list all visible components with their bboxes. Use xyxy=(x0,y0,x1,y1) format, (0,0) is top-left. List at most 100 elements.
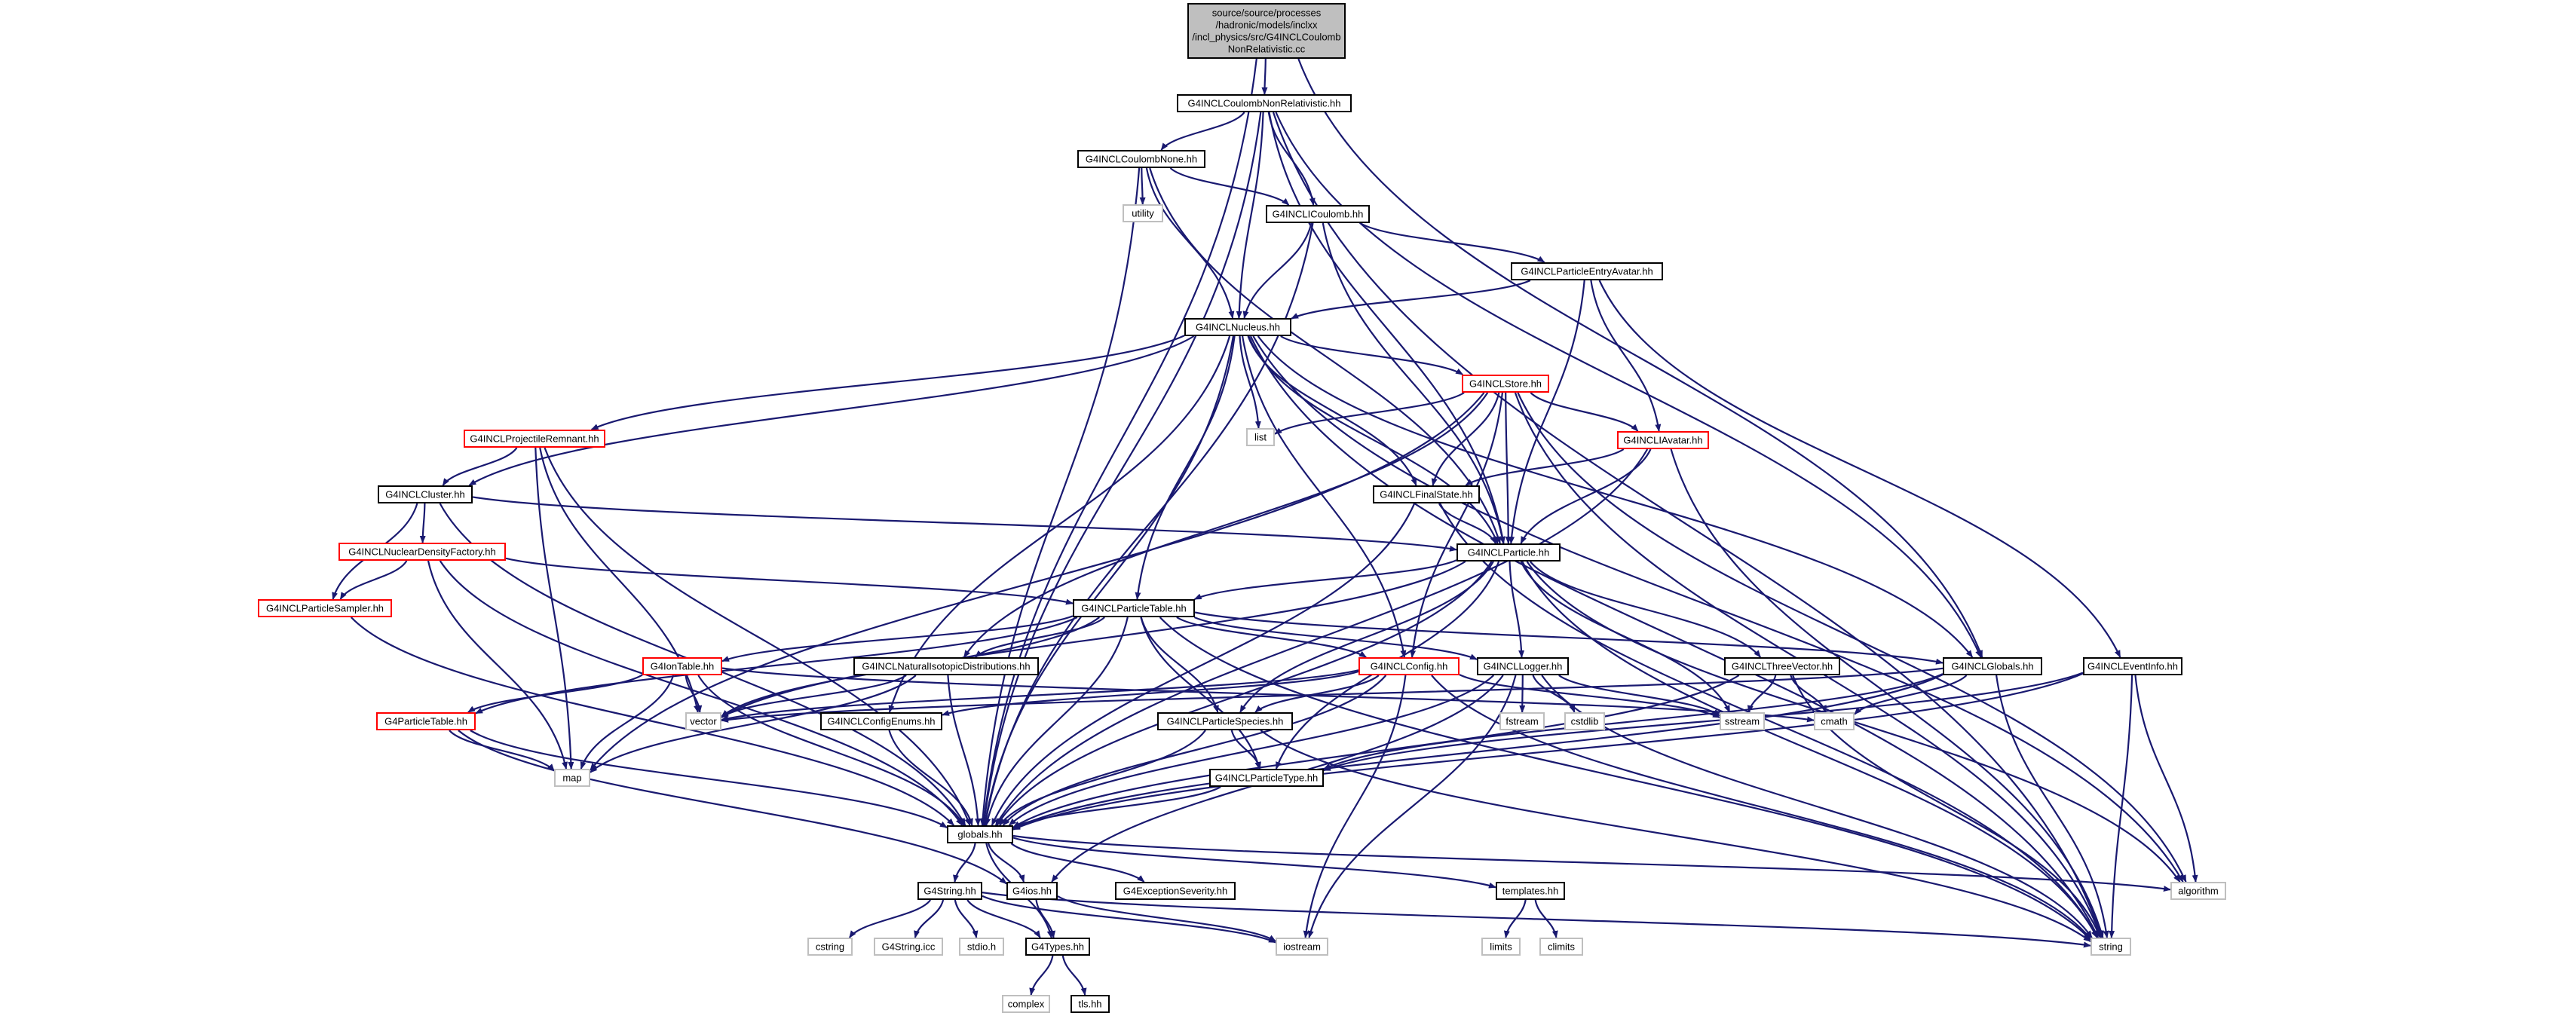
edge-store-to-list xyxy=(1274,392,1465,435)
node-vector[interactable]: vector xyxy=(685,712,721,730)
node-list[interactable]: list xyxy=(1246,428,1275,446)
node-box xyxy=(1209,769,1324,787)
node-g4string[interactable]: G4String.hh xyxy=(917,882,982,900)
edge-nucDens-to-map xyxy=(427,560,568,770)
node-label: algorithm xyxy=(2178,886,2218,897)
node-utility[interactable]: utility xyxy=(1123,204,1163,222)
node-box xyxy=(1481,938,1521,956)
edge-ptable-to-ptype xyxy=(1140,617,1261,770)
edge-nucDens-to-globalshh xyxy=(439,560,963,826)
node-label: G4INCLParticleTable.hh xyxy=(1081,603,1186,614)
edge-icoul-to-globalshh xyxy=(983,222,1314,826)
edge-ptable-to-natIso xyxy=(975,617,1105,658)
node-nucDens[interactable]: G4INCLNuclearDensityFactory.hh xyxy=(338,543,506,561)
edge-templates-to-climits xyxy=(1534,899,1558,938)
edge-particle-to-threeVec xyxy=(1529,561,1762,658)
node-box xyxy=(376,712,476,730)
node-label: G4Types.hh xyxy=(1031,941,1084,953)
edge-threeVec-to-globalshh xyxy=(1012,675,1740,828)
node-label: utility xyxy=(1132,208,1154,219)
node-logger[interactable]: G4INCLLogger.hh xyxy=(1477,657,1569,675)
node-configEnums[interactable]: G4INCLConfigEnums.hh xyxy=(820,712,942,730)
node-iostream[interactable]: iostream xyxy=(1276,938,1328,956)
node-particle[interactable]: G4INCLParticle.hh xyxy=(1456,543,1561,562)
node-algorithm[interactable]: algorithm xyxy=(2170,882,2226,900)
node-cmath[interactable]: cmath xyxy=(1814,712,1855,730)
edge-logger-to-cstdlib xyxy=(1532,675,1576,713)
node-globals[interactable]: G4INCLGlobals.hh xyxy=(1943,657,2042,675)
node-cstdlib[interactable]: cstdlib xyxy=(1564,712,1605,730)
node-cluster[interactable]: G4INCLCluster.hh xyxy=(378,485,473,503)
node-label: G4INCLGlobals.hh xyxy=(1951,661,2033,672)
node-finalState[interactable]: G4INCLFinalState.hh xyxy=(1373,485,1480,503)
node-label: source/source/processes xyxy=(1212,8,1322,19)
node-projRem[interactable]: G4INCLProjectileRemnant.hh xyxy=(464,430,605,448)
node-globalshh[interactable]: globals.hh xyxy=(947,825,1013,843)
node-box xyxy=(820,712,942,730)
edge-iontable-to-cmath xyxy=(721,667,1815,723)
node-threeVec[interactable]: G4INCLThreeVector.hh xyxy=(1724,657,1840,675)
node-climits[interactable]: climits xyxy=(1539,938,1583,956)
node-species[interactable]: G4INCLParticleSpecies.hh xyxy=(1157,712,1293,730)
node-map[interactable]: map xyxy=(554,769,590,787)
node-coulNR[interactable]: G4INCLCoulombNonRelativistic.hh xyxy=(1177,94,1352,112)
node-g4ptable[interactable]: G4ParticleTable.hh xyxy=(376,712,476,730)
node-iavatar[interactable]: G4INCLIAvatar.hh xyxy=(1617,431,1709,449)
edge-iavatar-to-particle xyxy=(1520,448,1652,544)
edge-logger-to-fstream xyxy=(1519,675,1526,713)
edge-coulNR-to-particle xyxy=(1268,112,1505,544)
edge-root-to-globals xyxy=(1297,58,1983,658)
edge-natIso-to-vector xyxy=(721,675,907,718)
edge-g4string-to-g4stringicc xyxy=(914,899,945,938)
node-label: G4INCLNuclearDensityFactory.hh xyxy=(348,546,496,558)
node-box xyxy=(1456,543,1561,562)
node-tls[interactable]: tls.hh xyxy=(1071,995,1110,1013)
node-label: G4INCLFinalState.hh xyxy=(1380,489,1473,500)
edge-store-to-natIso xyxy=(963,392,1489,658)
node-sstream[interactable]: sstream xyxy=(1720,712,1765,730)
node-box xyxy=(1724,657,1840,675)
edge-icoul-to-pea xyxy=(1359,222,1545,263)
node-pea[interactable]: G4INCLParticleEntryAvatar.hh xyxy=(1511,262,1663,280)
node-nucleus[interactable]: G4INCLNucleus.hh xyxy=(1184,318,1291,336)
edge-pea-to-particle xyxy=(1509,280,1585,544)
node-complex[interactable]: complex xyxy=(1002,995,1050,1013)
node-box xyxy=(1177,94,1352,112)
edge-config-to-configEnums xyxy=(942,670,1359,716)
node-limits[interactable]: limits xyxy=(1481,938,1521,956)
node-box xyxy=(1073,599,1195,617)
node-g4stringicc[interactable]: G4String.icc xyxy=(874,938,943,956)
edge-particle-to-logger xyxy=(1509,561,1525,658)
node-label: limits xyxy=(1490,941,1512,953)
node-templates[interactable]: templates.hh xyxy=(1496,882,1565,900)
node-fstream[interactable]: fstream xyxy=(1499,712,1545,730)
node-g4types[interactable]: G4Types.hh xyxy=(1025,938,1090,956)
node-box xyxy=(1002,995,1050,1013)
edge-nucDens-to-ptable xyxy=(505,557,1074,605)
edge-store-to-particle xyxy=(1505,392,1512,544)
edge-g4ios-to-g4types xyxy=(1035,899,1056,938)
node-store[interactable]: G4INCLStore.hh xyxy=(1462,375,1549,393)
node-box xyxy=(1157,712,1293,730)
edge-coulNone-to-nucleus xyxy=(1145,167,1235,319)
node-stdio[interactable]: stdio.h xyxy=(959,938,1004,956)
node-icoul[interactable]: G4INCLICoulomb.hh xyxy=(1266,205,1370,223)
edge-iontable-to-g4ptable xyxy=(467,674,643,713)
node-cstring[interactable]: cstring xyxy=(807,938,853,956)
node-ptable[interactable]: G4INCLParticleTable.hh xyxy=(1073,599,1195,617)
node-natIso[interactable]: G4INCLNaturalIsotopicDistributions.hh xyxy=(853,657,1039,675)
edge-eventInfo-to-string xyxy=(2109,675,2133,938)
node-eventInfo[interactable]: G4INCLEventInfo.hh xyxy=(2083,657,2182,675)
node-g4ios[interactable]: G4ios.hh xyxy=(1006,882,1058,900)
edge-globalshh-to-templates xyxy=(1012,837,1496,889)
node-iontable[interactable]: G4IonTable.hh xyxy=(642,657,722,675)
node-string[interactable]: string xyxy=(2091,938,2131,956)
node-coulNone[interactable]: G4INCLCoulombNone.hh xyxy=(1077,150,1205,168)
node-ptype[interactable]: G4INCLParticleType.hh xyxy=(1209,769,1324,787)
node-sampler[interactable]: G4INCLParticleSampler.hh xyxy=(258,599,392,617)
node-box xyxy=(1123,204,1163,222)
node-exc[interactable]: G4ExceptionSeverity.hh xyxy=(1115,882,1236,900)
node-label: fstream xyxy=(1505,716,1538,727)
node-root[interactable]: source/source/processes/hadronic/models/… xyxy=(1187,3,1346,59)
node-config[interactable]: G4INCLConfig.hh xyxy=(1358,657,1460,675)
